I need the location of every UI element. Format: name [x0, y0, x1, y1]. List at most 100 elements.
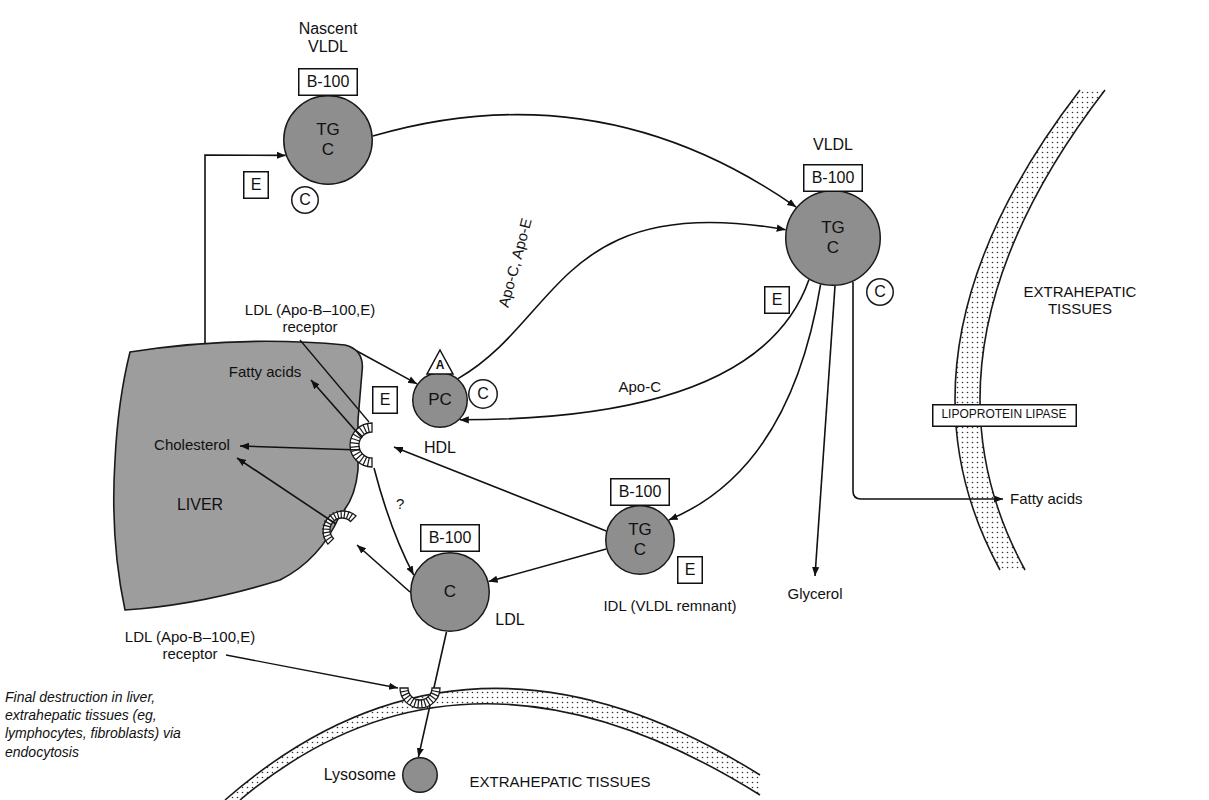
tissue-region: EXTRAHEPATIC TISSUESLysosome [225, 680, 765, 800]
line-path [337, 511, 339, 519]
node-text: B-100 [812, 169, 855, 187]
text-holder: IDL (VLDL remnant) [603, 597, 736, 614]
line-path [363, 425, 367, 433]
line-path [340, 510, 342, 518]
text-holder: VLDL [813, 136, 853, 154]
liver-outline [114, 341, 363, 610]
line-path [353, 452, 361, 457]
drawing-part [284, 96, 373, 185]
node-text: A [436, 359, 445, 373]
line-path [367, 458, 369, 467]
apoprotein-box: E [372, 386, 398, 414]
drawing-part [299, 69, 358, 96]
node-text: C [299, 191, 311, 209]
line-path [424, 699, 427, 707]
drawing-part [804, 165, 863, 192]
flow-arrow [373, 115, 796, 208]
line-path [359, 427, 364, 434]
text-holder: LDL [495, 611, 524, 629]
line-path [325, 537, 332, 541]
drawing-part [292, 187, 319, 214]
part-label: LDL (Apo-B–100,E) receptor [115, 628, 265, 663]
apoprotein-box: B-100 [298, 68, 358, 96]
apoprotein-box: E [677, 556, 703, 584]
liver-organ: Fatty acidsCholesterolLIVER [110, 330, 405, 620]
line-path [417, 700, 419, 708]
line-path [402, 693, 409, 696]
line-path [431, 693, 438, 696]
text-holder: B-100 [429, 529, 472, 547]
text-holder: A [436, 359, 445, 373]
line-path [432, 691, 440, 693]
drawing-part [411, 553, 490, 632]
receptor-symbol [322, 510, 356, 544]
node-text: E [380, 391, 391, 409]
product-label: Fatty acids [1010, 490, 1083, 507]
line-path [323, 511, 356, 544]
drawing-part [421, 525, 480, 552]
drawing-part [611, 479, 670, 506]
drawing-part [786, 191, 881, 286]
lipoprotein-particle: CLDL [410, 552, 490, 632]
line-path [421, 700, 423, 708]
node-text: TG C [628, 520, 652, 559]
flow-arrow [669, 284, 821, 520]
node-text: PC [428, 390, 452, 410]
node-text: E [685, 561, 696, 579]
node-text: C [874, 283, 886, 301]
line-path [426, 698, 430, 705]
node-text: IDL (VLDL remnant) [603, 597, 736, 614]
apoprotein-circle: C [866, 278, 894, 306]
node-text: Fatty acids [229, 363, 302, 380]
line-path [356, 454, 363, 460]
text-holder: HDL [424, 439, 456, 457]
line-path [400, 688, 440, 708]
text-holder: ? [394, 495, 406, 512]
line-path [363, 457, 367, 465]
text-holder: C [874, 283, 886, 301]
line-path [322, 528, 330, 530]
text-holder: Cholesterol [154, 436, 230, 453]
node-text: B-100 [307, 73, 350, 91]
receptor-symbol [400, 688, 440, 708]
line-path [323, 534, 331, 537]
membrane-band [225, 688, 760, 800]
text-holder: E [251, 176, 262, 194]
text-holder: LDL (Apo-B–100,E) receptor [235, 301, 385, 336]
text-holder: C [444, 582, 456, 602]
text-holder: TG C [821, 218, 845, 257]
drawing-part [932, 404, 1076, 426]
receptor-symbol [350, 423, 372, 467]
drawing-part [403, 758, 438, 793]
edge-label: ? [394, 495, 406, 512]
node-text: C [477, 385, 489, 403]
text-holder: B-100 [619, 483, 662, 501]
apoprotein-box: B-100 [610, 478, 670, 506]
text-holder: LDL (Apo-B–100,E) receptor [115, 628, 265, 663]
text-holder: TG C [628, 520, 652, 559]
text-holder: C [477, 385, 489, 403]
lipoprotein-particle: Nascent VLDLTG C [283, 95, 373, 185]
apoprotein-circle: C [468, 379, 498, 409]
text-holder: E [380, 391, 391, 409]
apoprotein-box: E [243, 171, 269, 199]
text-holder: C [299, 191, 311, 209]
lipoprotein-particle: VLDLTG C [785, 190, 881, 286]
apoprotein-triangle: A [426, 349, 454, 375]
text-holder: TG C [316, 120, 340, 159]
text-holder: LIPOPROTEIN LIPASE [941, 408, 1066, 422]
text-holder: LIVER [177, 496, 223, 514]
text-holder: Glycerol [787, 585, 842, 602]
flow-arrow [394, 447, 606, 531]
line-path [349, 513, 353, 520]
text-holder: B-100 [307, 73, 350, 91]
text-holder: Apo-C [617, 378, 664, 395]
text-holder: Fatty acids [229, 363, 302, 380]
line-path [414, 699, 417, 707]
line-path [324, 521, 331, 525]
uptake-arrow [237, 458, 336, 524]
text-holder: EXTRAHEPATIC TISSUES [470, 773, 651, 790]
line-path [333, 512, 337, 519]
drawing-part [678, 557, 703, 584]
flow-arrow [355, 350, 417, 384]
